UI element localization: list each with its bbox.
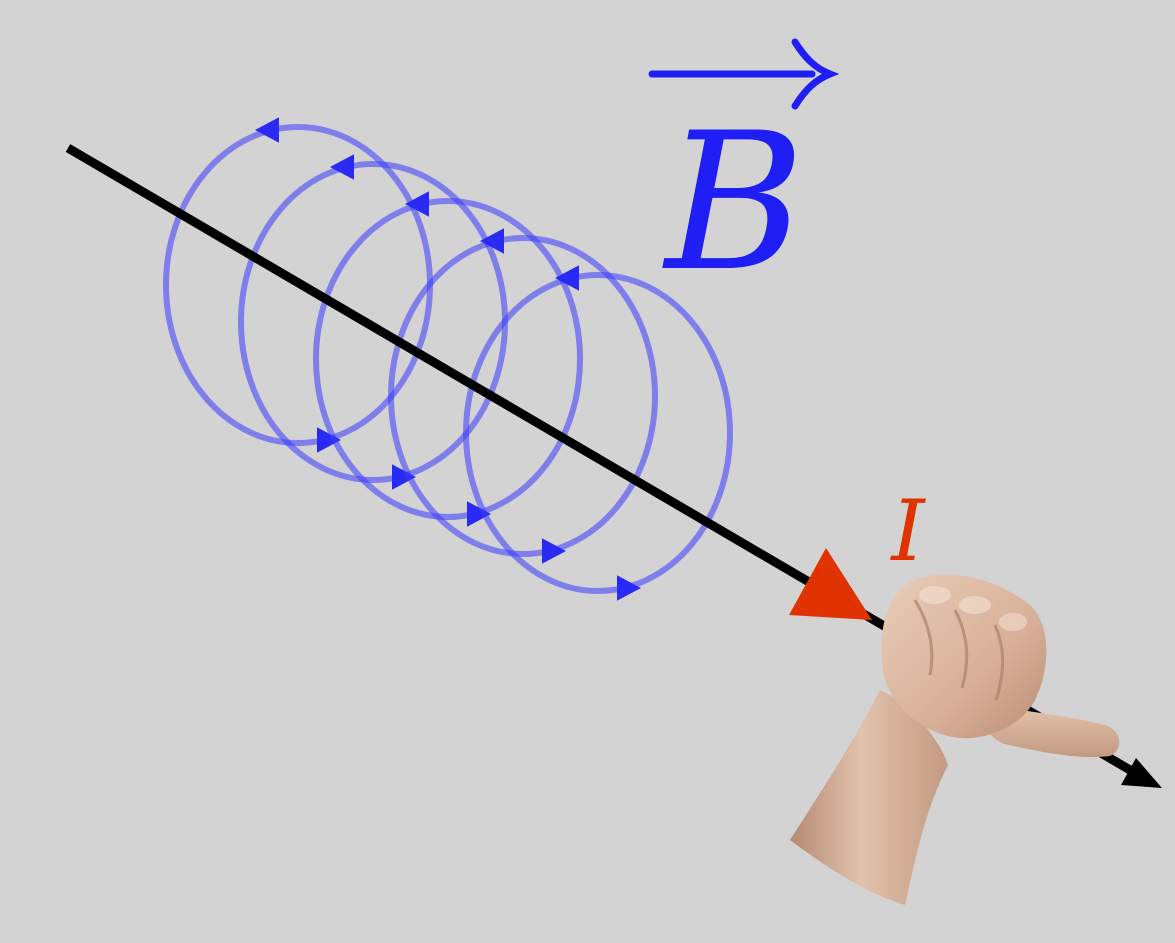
field-direction-arrowhead [405,191,429,217]
magnetic-field-loops [163,117,733,601]
field-loop [463,272,733,594]
field-direction-arrowhead [392,464,416,490]
knuckle-highlight-3 [999,613,1027,631]
finger-crease-3 [993,624,1005,701]
finger-crease-1 [913,599,934,676]
magnetic-field-label: B [648,38,840,313]
field-direction-arrowhead [480,228,504,254]
field-direction-arrowhead [467,501,491,527]
field-direction-arrowhead [617,575,641,601]
knuckle-highlight-1 [919,586,951,604]
field-direction-arrowhead [317,427,341,453]
field-direction-arrowhead [330,154,354,180]
forearm [790,690,948,905]
field-loop [388,235,658,557]
vector-arrow-head [791,38,840,110]
field-direction-arrowhead [555,265,579,291]
wire-end-arrowhead [1121,758,1162,788]
field-direction-arrowhead [255,117,279,143]
current-symbol: I [889,482,926,580]
knuckle-highlight-2 [959,596,991,614]
current-direction-arrow [789,548,872,620]
finger-crease-2 [953,609,969,689]
field-direction-arrowhead [542,538,566,564]
field-symbol: B [662,92,805,313]
right-hand-icon [790,574,1120,905]
field-loop [313,198,583,520]
